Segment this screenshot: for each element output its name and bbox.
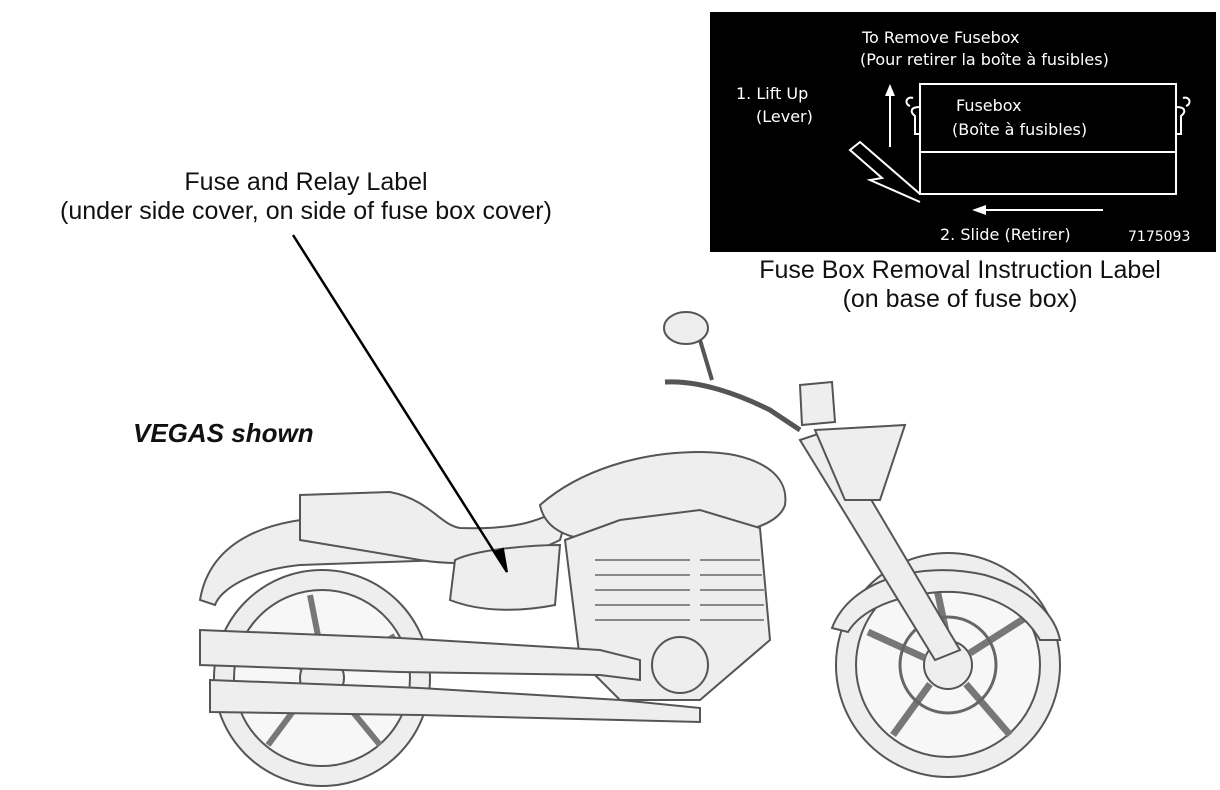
handlebar — [664, 379, 802, 433]
decal-step-lift: 1. Lift Up — [736, 84, 809, 103]
fuse-box-removal-decal: To Remove Fusebox (Pour retirer la boîte… — [710, 12, 1216, 252]
decal-diagram — [848, 83, 1191, 215]
slide-arrow-head — [972, 205, 986, 215]
exhaust-upper — [199, 628, 641, 682]
decal-title-french: (Pour retirer la boîte à fusibles) — [860, 50, 1109, 69]
removal-caption-location: (on base of fuse box) — [842, 285, 1078, 313]
fuse-box-removal-caption: Fuse Box Removal Instruction Label (on b… — [700, 256, 1220, 314]
removal-caption-title: Fuse Box Removal Instruction Label — [759, 256, 1161, 284]
fuse-relay-label-location: (under side cover, on side of fuse box c… — [60, 197, 552, 225]
fuse-relay-label-title: Fuse and Relay Label — [184, 168, 428, 196]
exhaust-lower — [209, 678, 701, 724]
lift-arrow-head — [885, 84, 895, 96]
lever-outline — [848, 140, 921, 203]
decal-part-number: 7175093 — [1128, 229, 1191, 245]
model-note: VEGAS shown — [133, 418, 314, 448]
front-fairing — [813, 423, 907, 501]
decal-step-lift-french: (Lever) — [756, 107, 813, 126]
side-cover — [448, 543, 562, 611]
headlight — [798, 380, 837, 427]
decal-step-slide: 2. Slide (Retirer) — [940, 225, 1071, 244]
decal-fusebox-label: Fusebox — [956, 96, 1022, 115]
decal-fusebox-label-french: (Boîte à fusibles) — [952, 120, 1088, 139]
mirror — [663, 311, 709, 345]
fuse-relay-label-callout: Fuse and Relay Label (under side cover, … — [0, 168, 612, 226]
fusebox-outline — [919, 83, 1177, 195]
decal-title: To Remove Fusebox — [862, 28, 1020, 47]
